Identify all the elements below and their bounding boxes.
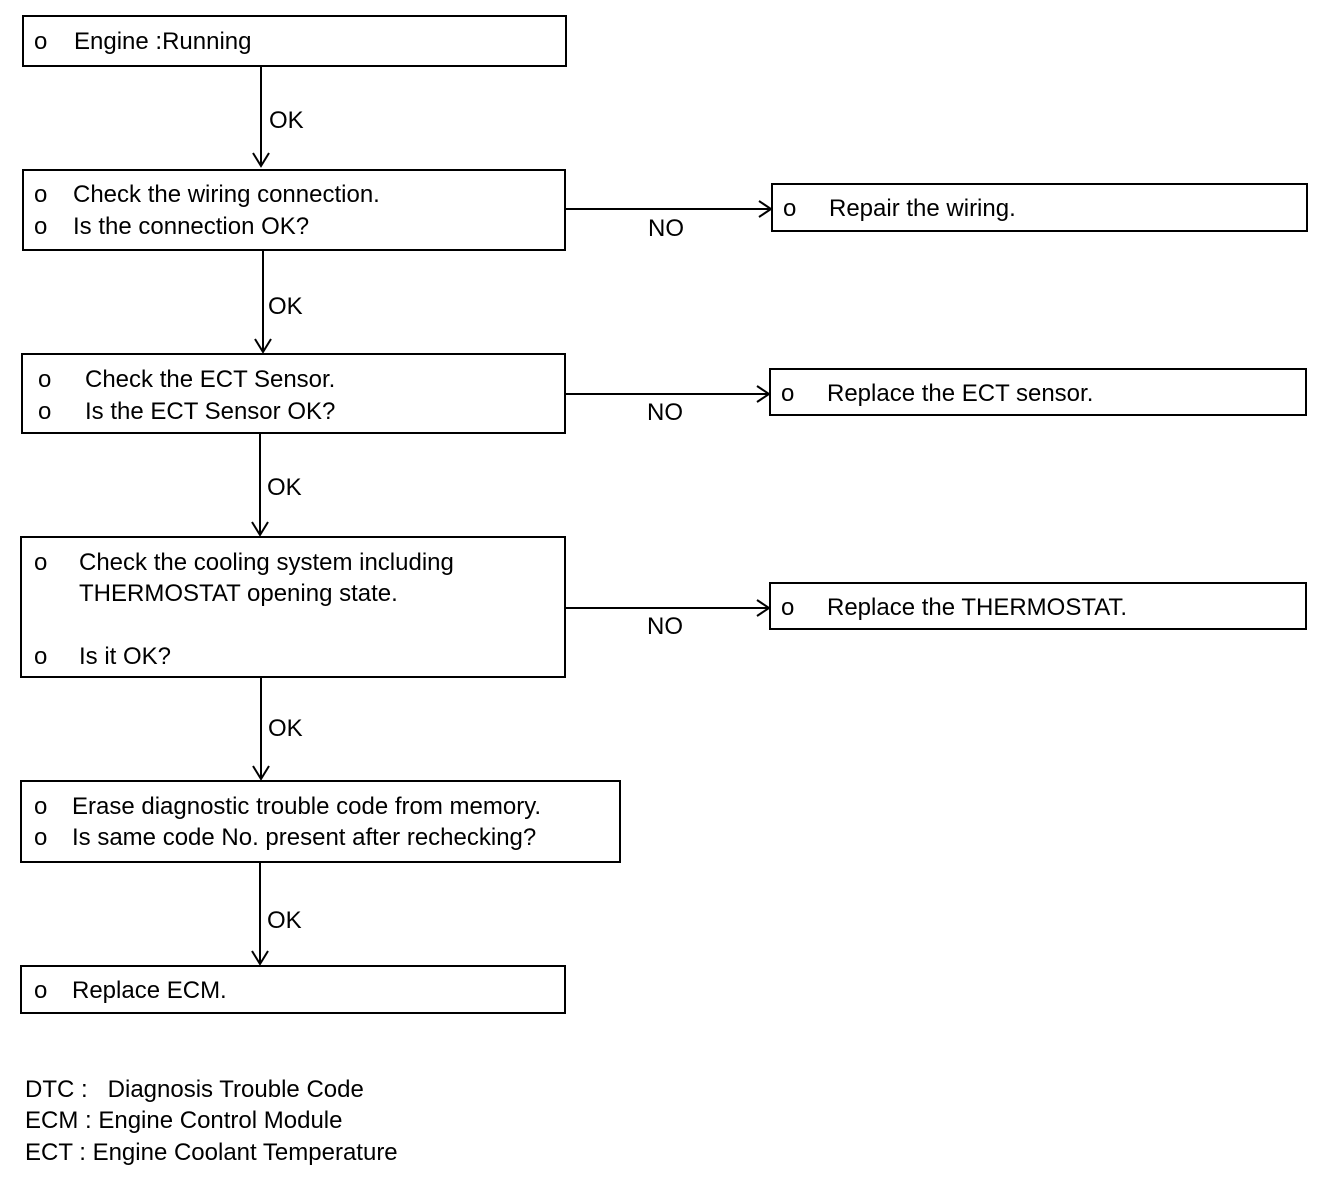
ok-label: OK — [269, 107, 304, 134]
bullet: o — [781, 594, 795, 621]
ok-label: OK — [267, 907, 302, 934]
step-text: Check the wiring connection. — [73, 181, 380, 208]
bullet: o — [34, 549, 48, 576]
legend-ecm: ECM : Engine Control Module — [25, 1107, 343, 1134]
bullet: o — [34, 28, 48, 55]
step-text: Replace ECM. — [72, 977, 227, 1004]
bullet: o — [38, 398, 52, 425]
step-text: Erase diagnostic trouble code from memor… — [72, 793, 542, 820]
arrowhead-ok-3 — [251, 521, 269, 537]
step-replace-ecm: o Replace ECM. — [20, 965, 566, 1014]
legend-dtc: DTC : Diagnosis Trouble Code — [25, 1076, 364, 1103]
no-label: NO — [647, 399, 683, 426]
ok-label: OK — [267, 474, 302, 501]
action-replace-thermostat: o Replace the THERMOSTAT. — [769, 582, 1307, 630]
step-text: THERMOSTAT opening state. — [79, 580, 398, 607]
bullet: o — [34, 213, 48, 240]
action-text: Replace the ECT sensor. — [827, 380, 1094, 407]
step-text: Engine :Running — [74, 28, 252, 55]
step-text: Is same code No. present after recheckin… — [72, 824, 537, 851]
bullet: o — [34, 977, 48, 1004]
action-repair-wiring: o Repair the wiring. — [771, 183, 1308, 232]
no-label: NO — [648, 215, 684, 242]
arrowhead-ok-2 — [254, 338, 272, 354]
ok-label: OK — [268, 715, 303, 742]
action-text: Repair the wiring. — [829, 195, 1016, 222]
step-engine-running: o Engine :Running — [22, 15, 567, 67]
bullet: o — [34, 824, 48, 851]
step-text: Check the cooling system including — [79, 549, 454, 576]
step-text: Check the ECT Sensor. — [85, 366, 336, 393]
action-replace-ect: o Replace the ECT sensor. — [769, 368, 1307, 416]
step-check-wiring: o Check the wiring connection. o Is the … — [22, 169, 566, 251]
step-text: Is the connection OK? — [73, 213, 310, 240]
bullet: o — [783, 195, 797, 222]
step-text: Is the ECT Sensor OK? — [85, 398, 336, 425]
step-check-ect: o Check the ECT Sensor. o Is the ECT Sen… — [21, 353, 566, 434]
bullet: o — [34, 793, 48, 820]
legend-ect: ECT : Engine Coolant Temperature — [25, 1139, 398, 1166]
arrowhead-ok-4 — [252, 765, 270, 781]
no-label: NO — [647, 613, 683, 640]
step-text: Is it OK? — [79, 643, 172, 670]
action-text: Replace the THERMOSTAT. — [827, 594, 1128, 621]
ok-label: OK — [268, 293, 303, 320]
bullet: o — [38, 366, 52, 393]
bullet: o — [34, 181, 48, 208]
bullet: o — [34, 643, 48, 670]
bullet: o — [781, 380, 795, 407]
step-check-cooling: o Check the cooling system including THE… — [20, 536, 566, 678]
arrowhead-ok-1 — [252, 152, 270, 168]
arrowhead-ok-5 — [251, 950, 269, 966]
step-erase-dtc: o Erase diagnostic trouble code from mem… — [20, 780, 621, 863]
